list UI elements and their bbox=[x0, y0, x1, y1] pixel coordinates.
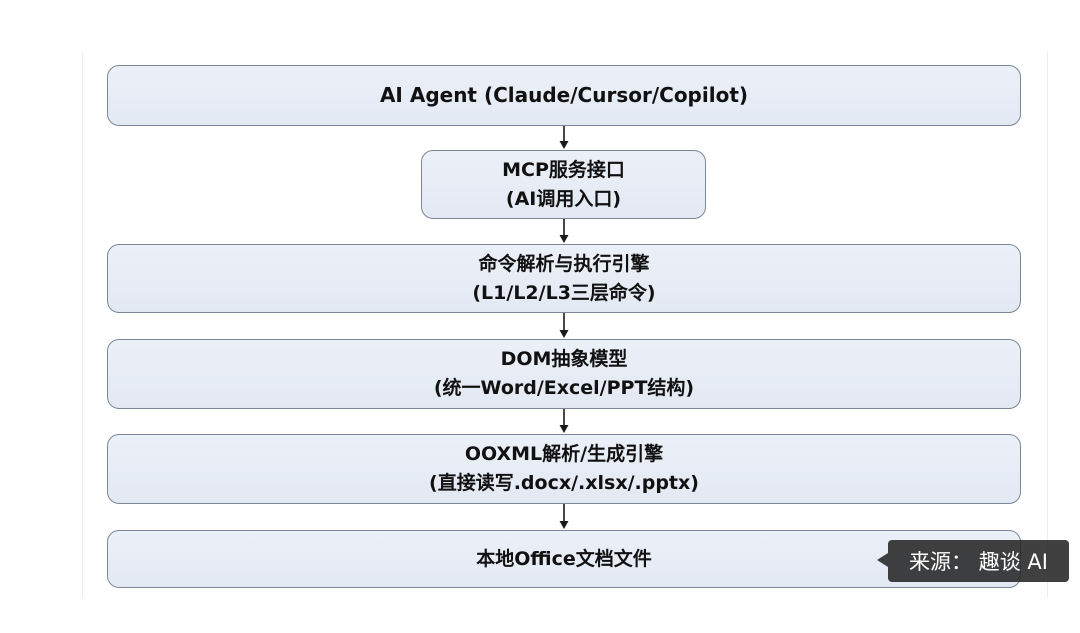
node-ai-agent-line1: AI Agent (Claude/Cursor/Copilot) bbox=[379, 83, 749, 107]
node-mcp-service-line2: (AI调用入口) bbox=[505, 187, 622, 210]
node-command-engine-line2: (L1/L2/L3三层命令) bbox=[472, 281, 656, 304]
node-ooxml-engine: OOXML解析/生成引擎 (直接读写.docx/.xlsx/.pptx) bbox=[107, 434, 1021, 504]
node-ooxml-engine-line1: OOXML解析/生成引擎 bbox=[464, 443, 664, 465]
node-local-office-files: 本地Office文档文件 bbox=[107, 530, 1021, 588]
node-mcp-service-line1: MCP服务接口 bbox=[502, 158, 625, 181]
node-mcp-service: MCP服务接口 (AI调用入口) bbox=[421, 150, 706, 219]
node-command-engine: 命令解析与执行引擎 (L1/L2/L3三层命令) bbox=[107, 244, 1021, 313]
watermark-text: 来源： 趣谈 AI bbox=[909, 550, 1048, 574]
watermark-pointer bbox=[877, 553, 888, 567]
node-dom-model-line1: DOM抽象模型 bbox=[500, 348, 628, 370]
node-ooxml-engine-line2: (直接读写.docx/.xlsx/.pptx) bbox=[429, 472, 699, 494]
node-command-engine-line1: 命令解析与执行引擎 bbox=[478, 252, 650, 275]
arrow-3 bbox=[559, 313, 569, 338]
source-watermark: 来源： 趣谈 AI bbox=[888, 540, 1069, 582]
arrow-1 bbox=[559, 126, 569, 149]
node-dom-model: DOM抽象模型 (统一Word/Excel/PPT结构) bbox=[107, 339, 1021, 409]
node-ai-agent: AI Agent (Claude/Cursor/Copilot) bbox=[107, 65, 1021, 126]
arrow-2 bbox=[559, 219, 569, 243]
diagram-frame bbox=[82, 52, 1048, 597]
arrow-4 bbox=[559, 409, 569, 433]
node-local-office-files-line1: 本地Office文档文件 bbox=[476, 547, 652, 570]
arrow-5 bbox=[559, 504, 569, 529]
node-dom-model-line2: (统一Word/Excel/PPT结构) bbox=[433, 377, 695, 399]
